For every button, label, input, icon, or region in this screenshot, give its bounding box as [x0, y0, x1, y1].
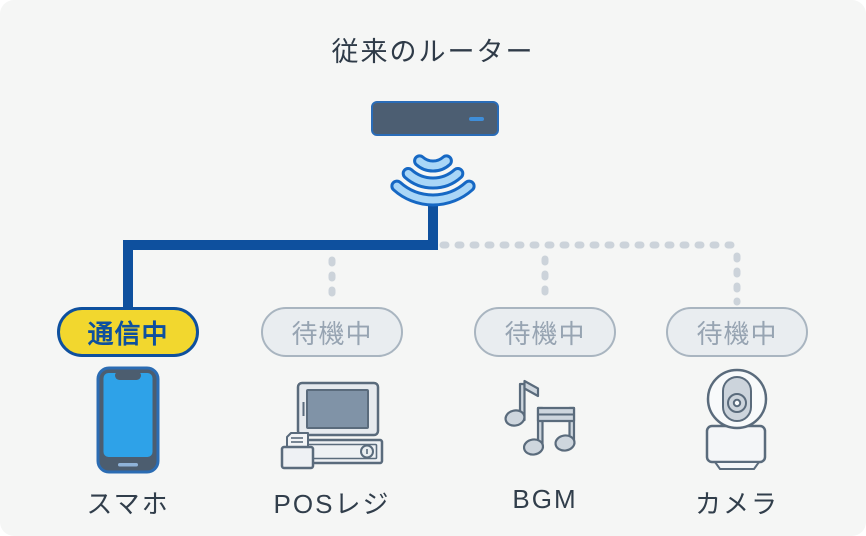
- diagram-title: 従来のルーター: [331, 37, 535, 67]
- router-device: [371, 101, 499, 136]
- router-led-icon: [469, 117, 484, 121]
- device-label-pos: POSレジ: [273, 489, 391, 519]
- music-notes-icon: [504, 379, 576, 456]
- smartphone-icon: [96, 366, 160, 474]
- wifi-signal-icon: [390, 154, 476, 207]
- active-connection-line: [123, 202, 438, 310]
- status-badge-bgm: 待機中: [474, 307, 616, 357]
- device-label-smartphone: スマホ: [86, 489, 170, 519]
- status-badge-pos: 待機中: [261, 307, 403, 357]
- device-label-bgm: BGM: [512, 484, 578, 514]
- device-label-camera: カメラ: [694, 489, 779, 519]
- pos-register-icon: [280, 381, 384, 470]
- status-badge-camera: 待機中: [666, 307, 808, 357]
- standby-connection-lines: [328, 241, 741, 308]
- security-camera-icon: [705, 368, 768, 470]
- status-badge-smartphone: 通信中: [57, 307, 199, 357]
